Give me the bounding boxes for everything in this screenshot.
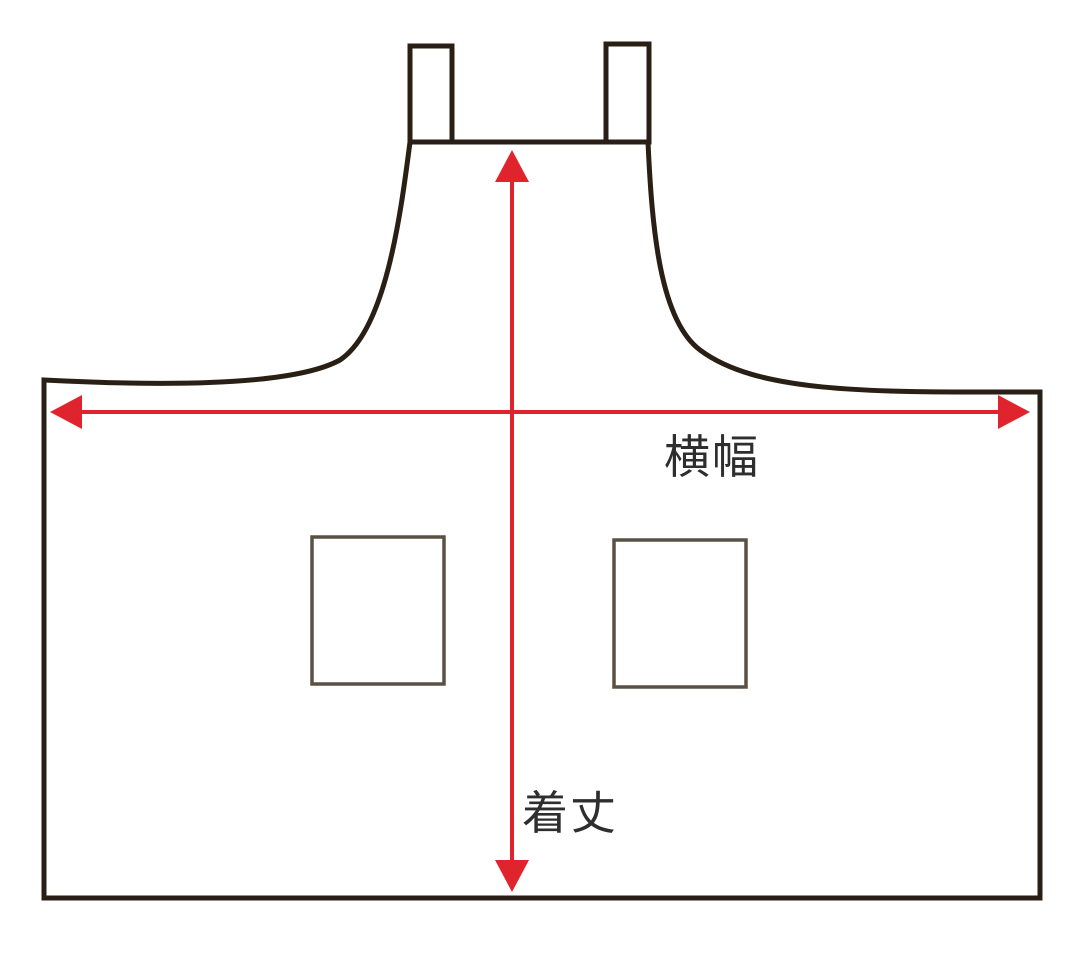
arrowhead-up-icon [495,150,529,182]
length-measure-arrow [495,150,529,892]
arrowhead-right-icon [998,395,1030,429]
width-measure-arrow [50,395,1030,429]
arrowhead-down-icon [495,860,529,892]
apron-outline [41,139,1043,901]
left-pocket [310,535,446,686]
right-neck-strap [603,41,652,145]
left-neck-strap [407,43,455,145]
right-pocket [612,538,748,689]
length-label: 着丈 [522,786,618,840]
arrowhead-left-icon [50,395,82,429]
width-label: 横幅 [664,430,760,484]
